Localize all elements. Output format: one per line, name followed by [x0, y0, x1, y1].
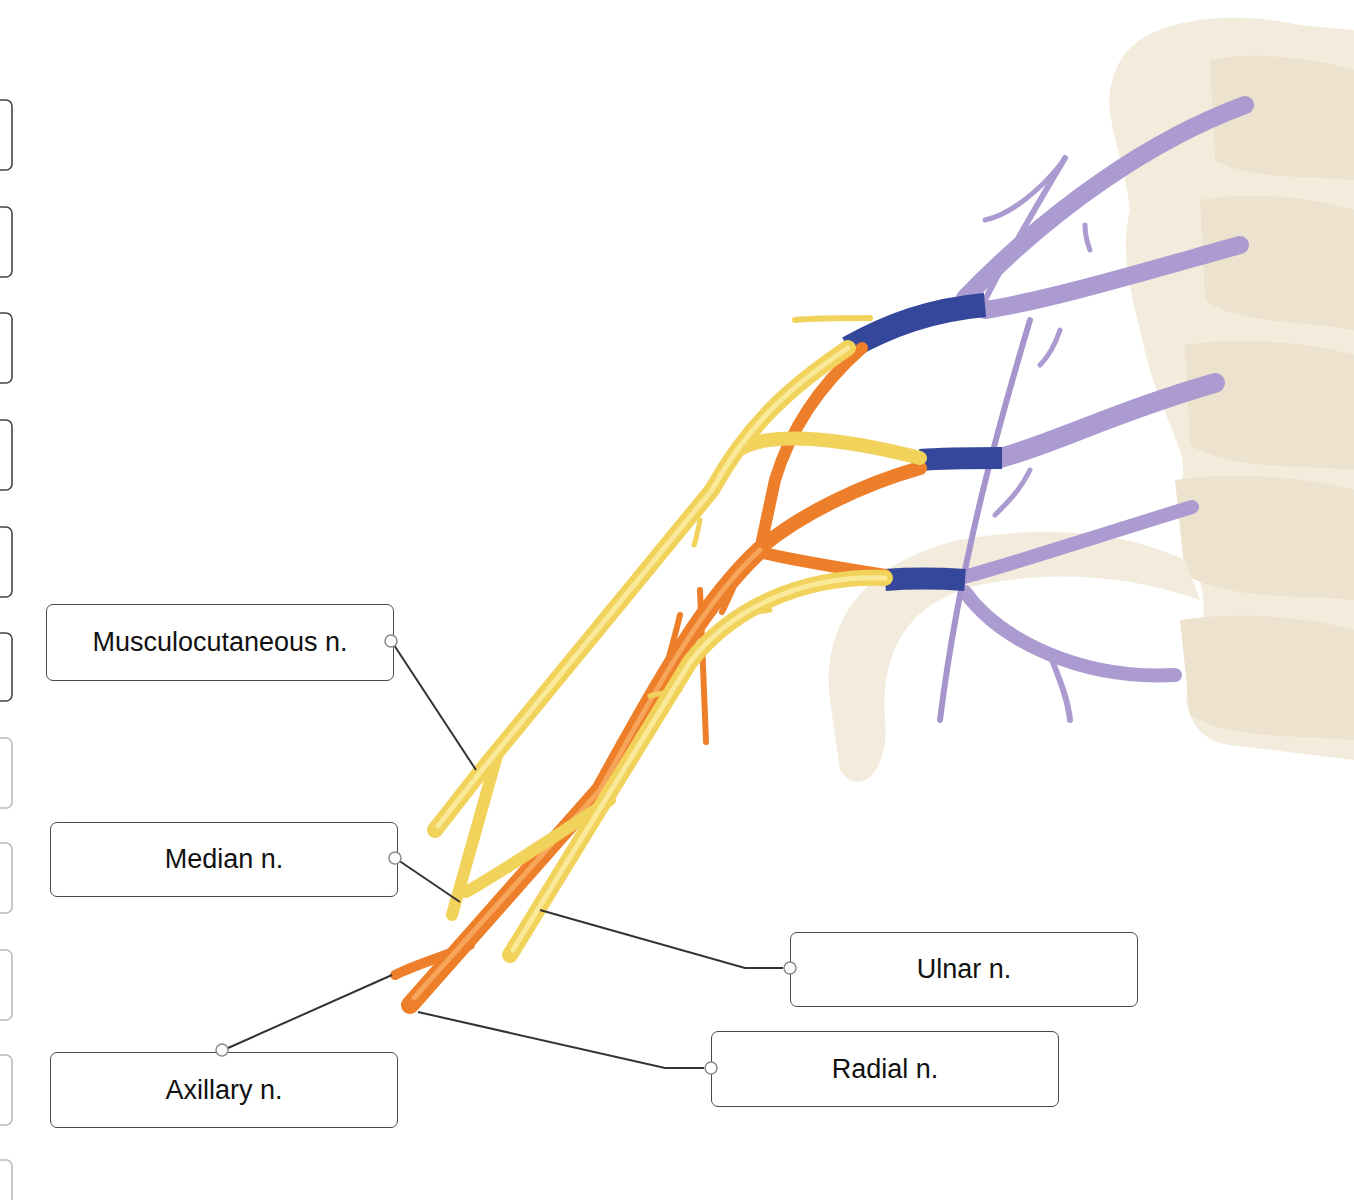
empty-answer-boxes	[0, 100, 12, 1200]
label-box: Ulnar n.	[790, 932, 1138, 1007]
leader-dot	[385, 635, 397, 647]
anterior-cords	[435, 318, 920, 955]
nerve-label: Musculocutaneous n.	[92, 627, 347, 658]
leader-dot	[784, 962, 796, 974]
spinal-roots	[940, 105, 1245, 720]
leader-dot	[389, 852, 401, 864]
label-box: Radial n.	[711, 1031, 1059, 1107]
nerve-label: Radial n.	[832, 1054, 939, 1085]
leader-dot	[705, 1062, 717, 1074]
nerve-label: Ulnar n.	[917, 954, 1012, 985]
leader-dot	[216, 1044, 228, 1056]
vertebrae	[829, 18, 1354, 782]
posterior-cord	[395, 348, 920, 1005]
label-box: Axillary n.	[50, 1052, 398, 1128]
label-box: Median n.	[50, 822, 398, 897]
nerve-label: Median n.	[165, 844, 284, 875]
nerve-label: Axillary n.	[165, 1075, 282, 1106]
label-box: Musculocutaneous n.	[46, 604, 394, 681]
